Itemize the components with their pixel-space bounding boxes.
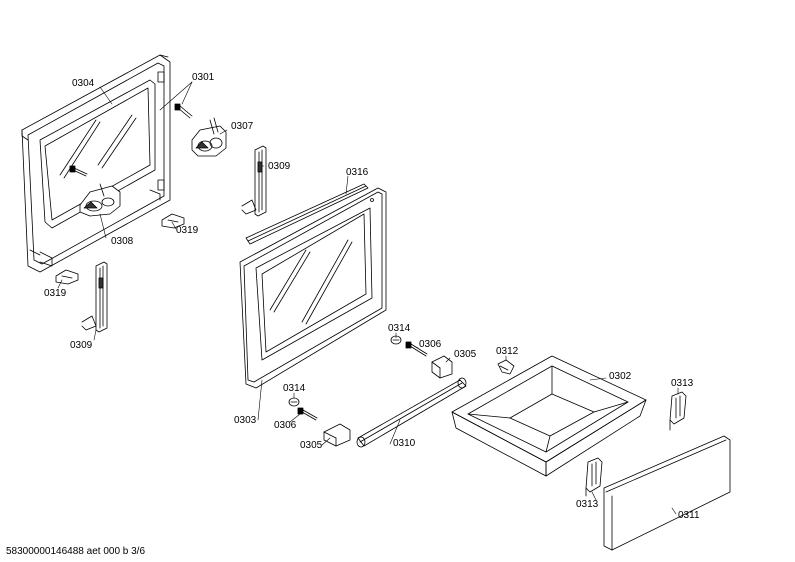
label-0313-upper: 0313: [671, 378, 694, 389]
label-0316: 0316: [346, 167, 369, 178]
outer-door-0303: [240, 188, 386, 388]
label-0312: 0312: [496, 346, 519, 357]
label-0302: 0302: [609, 371, 632, 382]
cap-0314-b: [289, 398, 299, 406]
label-0305-a: 0305: [454, 349, 477, 360]
hinge-0309-upper: [242, 146, 266, 216]
drawer-tray-0302: [452, 356, 646, 476]
label-0308: 0308: [111, 236, 134, 247]
label-0301: 0301: [192, 72, 215, 83]
screw-0301: [70, 104, 192, 176]
label-0306-b: 0306: [274, 420, 297, 431]
hinge-bracket-0308: [80, 184, 120, 216]
clip-0319-upper: [162, 214, 184, 228]
label-0303: 0303: [234, 415, 257, 426]
label-0307: 0307: [231, 121, 254, 132]
label-0314-b: 0314: [283, 383, 306, 394]
front-panel-0311: [604, 436, 730, 550]
label-0304: 0304: [72, 78, 95, 89]
runner-0313-lower: [586, 458, 602, 496]
clip-0319-lower: [56, 270, 78, 284]
document-footer-code: 58300000146488 aet 000 b 3/6: [6, 546, 146, 557]
label-0309-lower: 0309: [70, 340, 93, 351]
label-0309-upper: 0309: [268, 161, 291, 172]
seal-strip-0316: [246, 184, 368, 244]
inner-door-frame-0304: [22, 55, 170, 272]
cap-0314-a: [391, 336, 401, 344]
screw-0306-b: [298, 408, 317, 420]
hinge-bracket-0307: [192, 118, 226, 156]
cover-0305-a: [432, 356, 452, 378]
clip-0312: [498, 360, 514, 374]
leader-lines: [58, 82, 678, 514]
label-0319-upper: 0319: [176, 225, 199, 236]
label-0311: 0311: [678, 510, 700, 521]
handle-bar-0310: [357, 378, 466, 447]
hinge-0309-lower: [82, 262, 107, 332]
label-0319-lower: 0319: [44, 288, 67, 299]
label-0313-lower: 0313: [576, 499, 599, 510]
label-0305-b: 0305: [300, 440, 323, 451]
cover-0305-b: [324, 424, 350, 446]
label-0306-a: 0306: [419, 339, 442, 350]
screw-0306-a: [406, 342, 427, 356]
label-0314-a: 0314: [388, 323, 411, 334]
label-0310: 0310: [393, 438, 416, 449]
runner-0313-upper: [670, 392, 686, 430]
